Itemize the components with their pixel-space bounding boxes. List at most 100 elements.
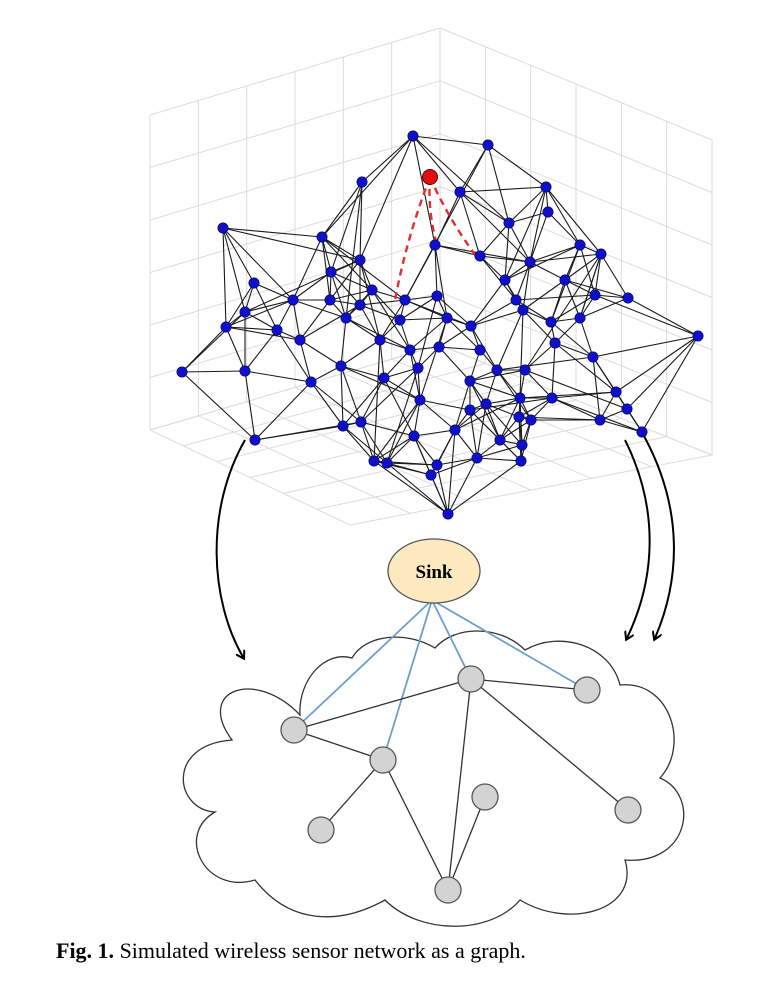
sensor-node [335, 360, 347, 372]
sensor-node [378, 372, 390, 384]
sensor-node [499, 274, 511, 286]
sink-links [293, 599, 588, 761]
arrow-right-outer [643, 435, 675, 638]
sensor-node [574, 239, 586, 251]
network-nodes [176, 130, 704, 520]
graph-node [457, 665, 485, 693]
sensor-node [542, 206, 554, 218]
sensor-node [491, 364, 503, 376]
sensor-node [519, 364, 531, 376]
sensor-node [441, 312, 453, 324]
sensor-node [503, 217, 515, 229]
sensor-node [407, 130, 419, 142]
sensor-node [513, 411, 525, 423]
sensor-node [433, 341, 445, 353]
sensor-node [368, 455, 380, 467]
sensor-node [356, 176, 368, 188]
sensor-node [510, 294, 522, 306]
sensor-node [449, 424, 461, 436]
sensor-node [442, 508, 454, 520]
sensor-node [594, 414, 606, 426]
sensor-node [176, 366, 188, 378]
sensor-node [480, 398, 492, 410]
sensor-node [381, 457, 393, 469]
sensor-node [354, 254, 366, 266]
sensor-node [374, 334, 386, 346]
caption-prefix: Fig. 1. [56, 938, 115, 963]
sensor-node [610, 386, 622, 398]
graph-node [471, 783, 499, 811]
graph-node [573, 676, 601, 704]
sensor-node [474, 250, 486, 262]
3d-grid-box [149, 27, 713, 526]
figure-caption: Fig. 1. Simulated wireless sensor networ… [56, 938, 526, 964]
sensor-node [545, 316, 557, 328]
graph-node [434, 876, 462, 904]
sensor-node [399, 294, 411, 306]
sensor-node [294, 334, 306, 346]
sensor-node [271, 324, 283, 336]
arrow-right-inner [624, 439, 651, 638]
sensor-node [514, 392, 526, 404]
sensor-node [692, 330, 704, 342]
figure: Sink [149, 27, 713, 927]
graph-nodes [280, 665, 642, 904]
sensor-node [394, 314, 406, 326]
sensor-node [540, 181, 552, 193]
sensor-node [404, 344, 416, 356]
graph-edges [293, 678, 629, 891]
sensor-node [340, 312, 352, 324]
sensor-node [517, 304, 529, 316]
sensor-node [355, 416, 367, 428]
sensor-node [559, 274, 571, 286]
sensor-node [408, 430, 420, 442]
sensor-node [454, 186, 466, 198]
sensor-node [474, 344, 486, 356]
sensor-node [546, 392, 558, 404]
sensor-node [305, 376, 317, 388]
sensor-node [636, 426, 648, 438]
sink-node: Sink [387, 538, 481, 604]
sensor-node [366, 284, 378, 296]
sensor-node [431, 290, 443, 302]
sensor-node [494, 434, 506, 446]
sensor-node [248, 277, 260, 289]
source-node [422, 169, 438, 185]
sensor-node [622, 292, 634, 304]
sensor-node [239, 306, 251, 318]
sensor-node [589, 289, 601, 301]
sensor-node [482, 139, 494, 151]
sensor-node [217, 222, 229, 234]
sensor-node [316, 231, 328, 243]
sensor-node [414, 394, 426, 406]
sensor-node [287, 294, 299, 306]
sensor-node [464, 404, 476, 416]
sensor-node [220, 321, 232, 333]
sensor-node [429, 239, 441, 251]
sensor-node [431, 459, 443, 471]
sensor-node [524, 256, 536, 268]
sensor-node [465, 320, 477, 332]
sensor-node [325, 266, 337, 278]
sensor-node [239, 365, 251, 377]
cloud-shape [182, 630, 685, 927]
graph-node [280, 716, 308, 744]
sensor-node [515, 455, 527, 467]
sensor-node [412, 362, 424, 374]
sensor-node [574, 312, 586, 324]
graph-node [307, 816, 335, 844]
sink-label: Sink [416, 562, 453, 583]
arrow-left [215, 439, 246, 657]
sensor-node [525, 414, 537, 426]
sensor-node [249, 434, 261, 446]
caption-text: Simulated wireless sensor network as a g… [114, 938, 526, 963]
sensor-node [354, 299, 366, 311]
sensor-node [549, 337, 561, 349]
sensor-node [516, 439, 528, 451]
sensor-node [324, 294, 336, 306]
graph-node [614, 796, 642, 824]
sensor-node [337, 420, 349, 432]
sensor-node [587, 351, 599, 363]
sensor-node [595, 248, 607, 260]
sensor-node [425, 469, 437, 481]
